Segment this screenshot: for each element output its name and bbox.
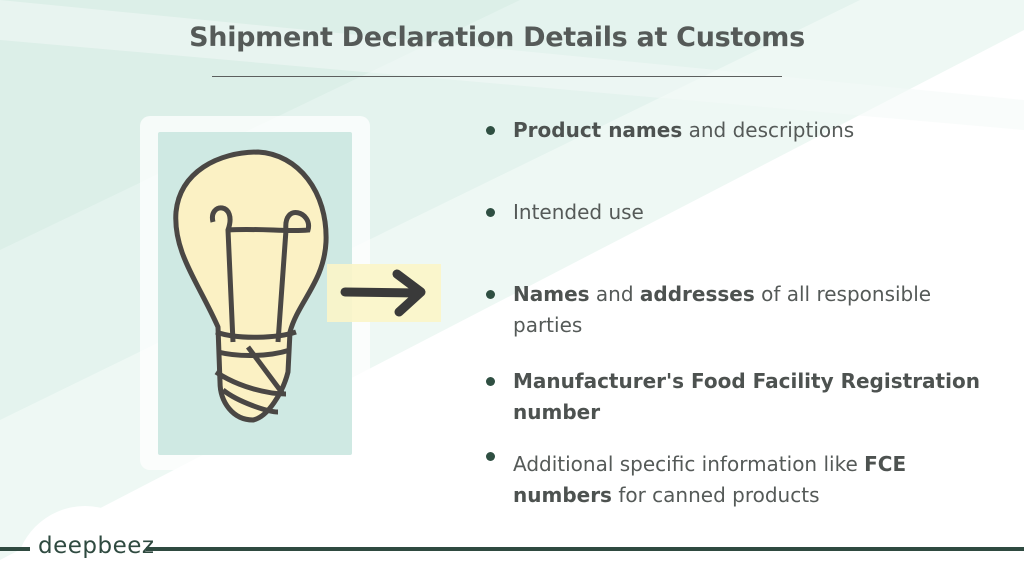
lightbulb-image	[158, 132, 352, 455]
arrow-note	[327, 264, 441, 322]
bullet-bold: FCE numbers	[513, 452, 907, 507]
bullet-icon	[486, 452, 495, 461]
list-item: Additional specific information like FCE…	[486, 449, 953, 511]
bullet-icon	[486, 126, 495, 135]
list-item: Intended use	[486, 197, 1013, 228]
bullet-icon	[486, 290, 495, 299]
bullet-bold: Manufacturer's Food Facility Registratio…	[513, 369, 980, 424]
title-divider	[212, 76, 782, 77]
page-title: Shipment Declaration Details at Customs	[189, 22, 805, 53]
bullet-text: Additional specific information like	[513, 452, 865, 476]
bullet-text: of all responsible parties	[513, 282, 932, 337]
bullet-text: and descriptions	[682, 118, 855, 142]
bullet-bold: Names	[513, 282, 590, 306]
bullet-bold: Product names	[513, 118, 683, 142]
bullet-bold: addresses	[639, 282, 755, 306]
deepbeez-logo: deepbeez	[38, 533, 155, 559]
footer-divider-left	[0, 547, 30, 551]
lightbulb-icon	[173, 149, 329, 423]
arrow-right-icon	[340, 269, 426, 317]
bullet-text: for canned products	[611, 483, 820, 507]
bullet-icon	[486, 208, 495, 217]
bullet-icon	[486, 377, 495, 386]
list-item: Manufacturer's Food Facility Registratio…	[486, 366, 1013, 428]
list-item: Names and addresses of all responsible p…	[486, 279, 983, 341]
bullet-text: and	[589, 282, 640, 306]
footer-divider-right	[146, 547, 1024, 551]
bullet-text: Intended use	[513, 200, 644, 224]
list-item: Product names and descriptions	[486, 115, 1013, 146]
